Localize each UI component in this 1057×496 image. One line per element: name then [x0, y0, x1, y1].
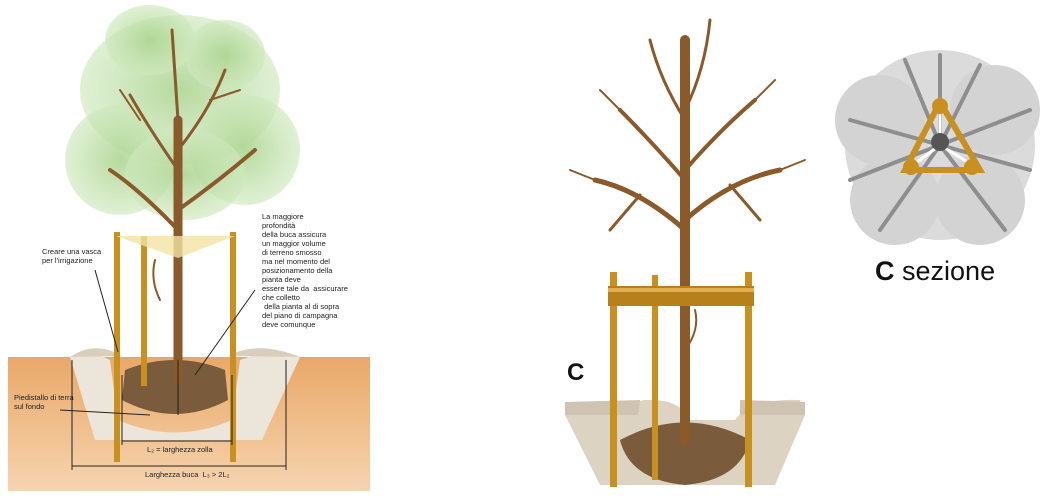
gravel-top-left: [565, 400, 640, 415]
stake-top-3: [964, 159, 980, 175]
staked-tree-svg: [540, 0, 830, 491]
section-view-panel: [820, 40, 1050, 260]
support-band-highlight: [608, 288, 754, 292]
staked-tree-panel: C: [540, 0, 830, 491]
annotation-larghezza-zolla: L₂ = larghezza zolla: [147, 445, 213, 454]
trunk-top: [931, 133, 949, 151]
annotation-profondita: La maggiore profondità della buca assicu…: [262, 212, 348, 329]
planting-diagram-panel: Creare una vasca per l'irrigazione La ma…: [0, 0, 370, 491]
stake-mid: [141, 236, 147, 386]
stake-top-1: [932, 98, 948, 114]
tie-band: [116, 236, 235, 258]
section-caption: C sezione: [875, 256, 995, 287]
stake-right: [230, 232, 236, 462]
label-c: C: [567, 359, 584, 387]
stake-top-2: [903, 159, 919, 175]
section-view-svg: [820, 40, 1050, 260]
gravel-mound-right: [228, 348, 300, 357]
annotation-piedistallo: Piedistallo di terra sul fondo: [14, 393, 74, 411]
section-letter: C: [875, 256, 895, 286]
section-word: sezione: [902, 256, 995, 286]
bare-tree: [570, 20, 805, 440]
annotation-vasca: Creare una vasca per l'irrigazione: [42, 247, 101, 265]
annotation-larghezza-buca: Larghezza buca L₃ > 2L₂: [145, 470, 230, 479]
